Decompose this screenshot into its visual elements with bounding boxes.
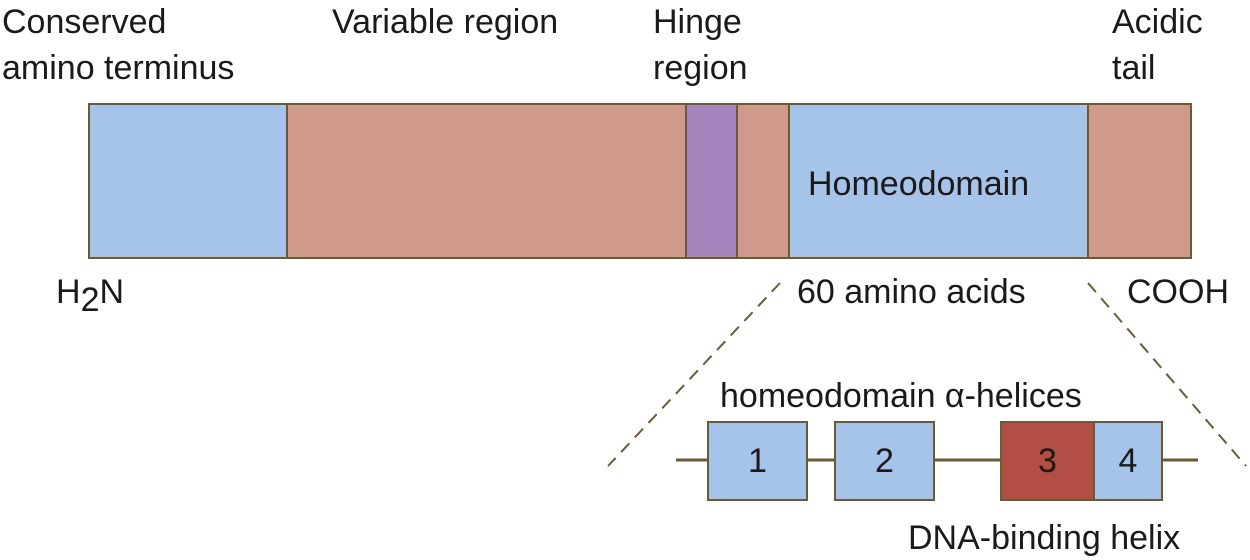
acidic-label-line1: Acidic — [1112, 3, 1203, 41]
homeodomain-label: Homeodomain — [808, 165, 1030, 203]
helix-3-box: 3 — [1000, 421, 1095, 501]
conserved-label-line2: amino terminus — [2, 49, 235, 87]
variable-region-label: Variable region — [332, 3, 559, 41]
h2n-label: H2N — [56, 273, 125, 319]
acidic-tail-segment — [1087, 103, 1192, 259]
helix-2-box: 2 — [834, 421, 935, 501]
helix-3-label: 3 — [1038, 441, 1057, 480]
acidic-label-line2: tail — [1112, 49, 1156, 87]
hinge-label-line1: Hinge — [653, 3, 742, 41]
dna-binding-helix-label: DNA-binding helix — [908, 519, 1181, 557]
helix-1-label: 1 — [748, 441, 767, 480]
hinge-region-segment — [685, 103, 738, 259]
sixty-amino-acids-label: 60 amino acids — [797, 273, 1026, 311]
conserved-label-line1: Conserved — [2, 3, 167, 41]
variable-region-segment — [286, 103, 687, 259]
hinge-label-line2: region — [653, 49, 748, 87]
conserved-amino-terminus-segment — [88, 103, 288, 259]
helix-1-box: 1 — [707, 421, 808, 501]
helices-title: homeodomain α-helices — [720, 377, 1082, 415]
cooh-label: COOH — [1127, 273, 1229, 311]
linker-segment — [736, 103, 790, 259]
helix-4-box: 4 — [1093, 421, 1163, 501]
helix-2-label: 2 — [875, 441, 894, 480]
zoom-line-right — [1087, 282, 1247, 467]
helix-4-label: 4 — [1118, 441, 1138, 480]
zoom-line-left — [607, 282, 781, 467]
homeodomain-segment — [788, 103, 1089, 259]
